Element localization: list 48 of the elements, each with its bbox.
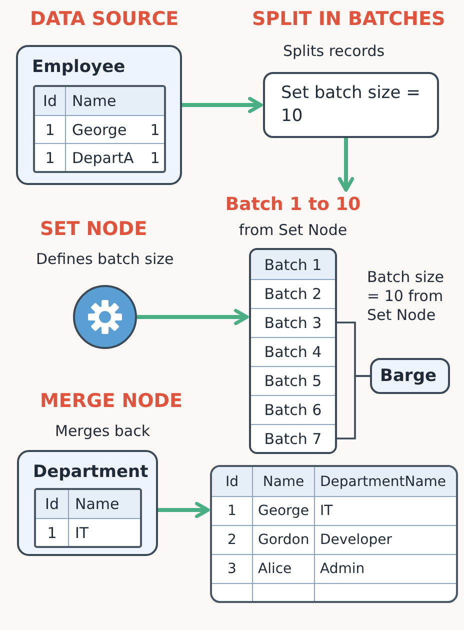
subheading: from Set Node (238, 221, 348, 240)
table-value: 1 (140, 115, 164, 143)
table-value: 2 (212, 525, 252, 554)
subheading: Merges back (55, 422, 150, 441)
table-value: DepartA (65, 143, 140, 171)
table-value: 1 (212, 496, 252, 525)
section-heading: SPLIT IN BATCHES (252, 8, 446, 30)
data-table (210, 465, 458, 603)
table-value: IT (314, 496, 456, 525)
arrow (182, 96, 263, 114)
table-value: Gordon (252, 525, 314, 554)
table-value: Alice (252, 554, 314, 583)
subheading: Defines batch size (36, 250, 174, 269)
table-value: George (252, 496, 314, 525)
table-value: George (65, 115, 140, 143)
table-value: Admin (314, 554, 456, 583)
section-heading: Batch 1 to 10 (225, 194, 361, 215)
table-value: 3 (212, 554, 252, 583)
arrow (137, 308, 249, 326)
column-header: Id (212, 467, 252, 496)
table-value: 1 (140, 143, 164, 171)
list-row: Batch 7 (251, 424, 335, 452)
column-header: Id (35, 87, 65, 115)
table-value: Developer (314, 525, 456, 554)
section-heading: SET NODE (40, 218, 148, 240)
annotation-text: Batch size = 10 from Set Node (367, 268, 445, 325)
subheading: Splits records (283, 42, 385, 61)
card-title: Employee (32, 57, 126, 77)
section-heading: DATA SOURCE (30, 8, 179, 30)
process-box: Set batch size = 10 (263, 72, 439, 138)
column-header: Name (68, 490, 140, 518)
table-value: 1 (35, 143, 65, 171)
table-card (17, 450, 158, 556)
section-heading: MERGE NODE (40, 390, 183, 412)
column-header: Id (36, 490, 68, 518)
table-value: 1 (35, 115, 65, 143)
arrow (158, 502, 210, 518)
arrow (338, 138, 354, 192)
column-header: DepartmentName (314, 467, 456, 496)
table-card (16, 45, 182, 185)
connector-line (335, 375, 370, 440)
table-value: 1 (36, 518, 68, 546)
list-row: Batch 1 (251, 250, 335, 279)
column-header: Name (65, 87, 164, 115)
table-value: IT (68, 518, 140, 546)
process-box: Barge (370, 358, 450, 394)
column-header: Name (252, 467, 314, 496)
card-title: Department (33, 462, 148, 482)
